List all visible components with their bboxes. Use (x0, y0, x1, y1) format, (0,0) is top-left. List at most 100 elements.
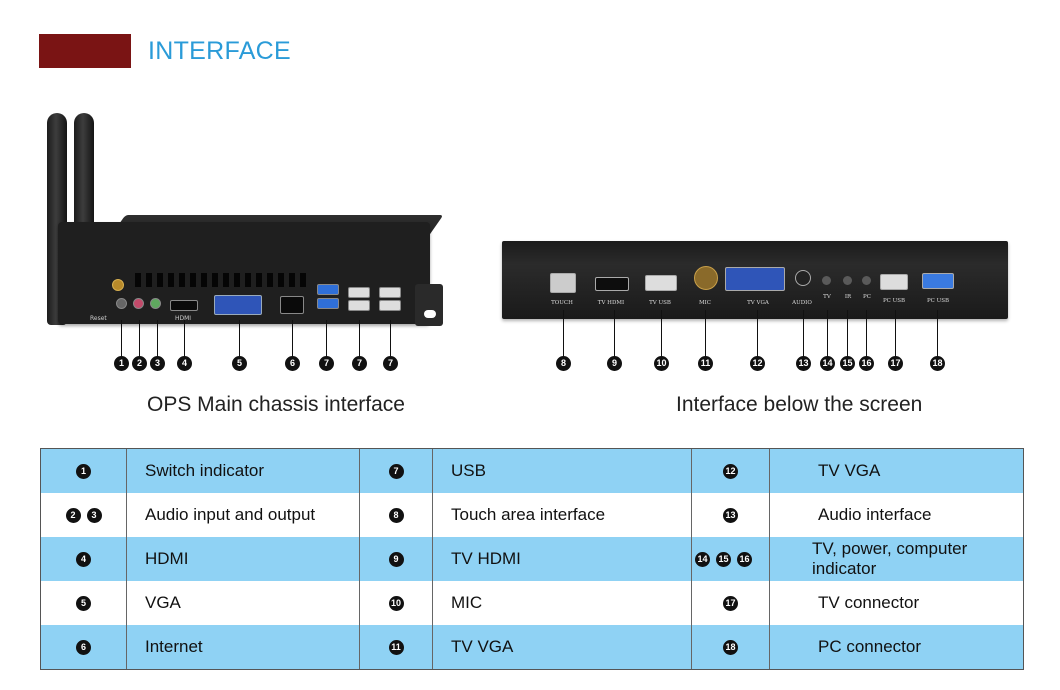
mount-flange (415, 284, 443, 326)
touch-label: TOUCH (551, 300, 573, 306)
mic-label: MIC (698, 300, 712, 306)
number-cell: 18 (692, 625, 769, 669)
hdmi-label: HDMI (175, 315, 192, 322)
number-badge: 15 (716, 551, 731, 567)
callout-badge: 11 (698, 356, 713, 371)
number-cell: 9 (360, 537, 432, 581)
description-cell: Switch indicator (145, 461, 265, 480)
number-badge: 4 (76, 551, 91, 567)
usb2-port-c (379, 287, 401, 298)
number-cell: 8 (360, 493, 432, 537)
callout-badge: 7 (352, 356, 367, 371)
audio-out-jack (150, 298, 161, 309)
number-cell: 17 (692, 581, 769, 625)
tv-usb-label: TV USB (649, 300, 671, 306)
description-cell: Internet (145, 637, 203, 656)
callout-badge: 6 (285, 356, 300, 371)
tv-hdmi-label: TV HDMI (597, 300, 625, 306)
number-badge: 13 (723, 507, 738, 523)
callout-badge: 1 (114, 356, 129, 371)
tv-indicator-led (822, 276, 831, 285)
usb2-port-d (379, 300, 401, 311)
callout-badge: 7 (319, 356, 334, 371)
left-caption: OPS Main chassis interface (147, 393, 405, 416)
number-badge: 11 (388, 639, 404, 655)
description-cell: TV, power, computer indicator (812, 539, 968, 578)
number-badge: 10 (388, 595, 404, 611)
number-cell: 6 (41, 625, 126, 669)
number-cell: 5 (41, 581, 126, 625)
callout-badge: 13 (796, 356, 811, 371)
description-cell: PC connector (818, 637, 921, 656)
callout-badge: 14 (820, 356, 835, 371)
callout-badge: 7 (383, 356, 398, 371)
usb3-port-bottom (317, 298, 339, 309)
ir-led-label: IR (844, 294, 852, 300)
number-badge: 16 (737, 551, 752, 567)
table-row: 6 Internet 11 TV VGA 18 PC connector (41, 625, 1023, 669)
tv-usb-port (645, 275, 677, 291)
description-cell: Touch area interface (451, 505, 606, 524)
usb3-port-top (317, 284, 339, 295)
reset-label: Reset (90, 315, 107, 322)
number-cell: 13 (692, 493, 769, 537)
description-cell: HDMI (145, 549, 189, 568)
description-cell: Audio input and output (145, 505, 316, 524)
callout-badge: 16 (859, 356, 874, 371)
right-caption: Interface below the screen (676, 393, 923, 416)
number-badge: 18 (723, 639, 738, 655)
hdmi-port (170, 300, 198, 311)
pc-usb-port-b (922, 273, 954, 289)
usb2-port-b (348, 300, 370, 311)
tv-vga-label: TV VGA (747, 300, 769, 306)
number-cell: 4 (41, 537, 126, 581)
ir-indicator-led (843, 276, 852, 285)
number-cell: 7 (360, 449, 432, 493)
mount-hole (424, 310, 436, 318)
number-badge: 7 (388, 463, 404, 479)
description-cell: USB (451, 461, 486, 480)
callout-badge: 12 (750, 356, 765, 371)
power-button (116, 298, 127, 309)
usb-b-port (550, 273, 576, 293)
ethernet-port (280, 296, 304, 314)
number-cell: 11 (360, 625, 432, 669)
number-badge: 1 (76, 463, 91, 479)
pc-usb-label-a: PC USB (882, 298, 906, 304)
number-cell: 12 (692, 449, 769, 493)
description-cell: TV VGA (818, 461, 881, 480)
tv-vga-port (725, 267, 785, 291)
antenna-connector (112, 279, 124, 291)
number-badge: 2 (65, 507, 81, 523)
number-badge: 12 (723, 463, 738, 479)
page-title: INTERFACE (148, 37, 291, 65)
mic-jack (133, 298, 144, 309)
pc-led-label: PC (863, 294, 871, 300)
number-cell: 1 (41, 449, 126, 493)
audio-label: AUDIO (792, 300, 812, 306)
tv-hdmi-port (595, 277, 629, 291)
usb2-port-a (348, 287, 370, 298)
header-accent-bar (39, 34, 131, 68)
callout-badge: 3 (150, 356, 165, 371)
callout-badge: 10 (654, 356, 669, 371)
pc-usb-label-b: PC USB (926, 298, 950, 304)
table-row: 1 Switch indicator 7 USB 12 TV VGA (41, 449, 1023, 493)
number-badge: 5 (76, 595, 91, 611)
mic-port (694, 266, 718, 290)
description-cell: Audio interface (818, 505, 932, 524)
description-cell: VGA (145, 593, 181, 612)
callout-badge: 15 (840, 356, 855, 371)
tv-led-label: TV (823, 294, 831, 300)
callout-badge: 18 (930, 356, 945, 371)
number-badge: 8 (388, 507, 404, 523)
callout-badge: 2 (132, 356, 147, 371)
description-cell: TV VGA (451, 637, 514, 656)
number-badge: 17 (723, 595, 738, 611)
description-cell: TV HDMI (451, 549, 521, 568)
